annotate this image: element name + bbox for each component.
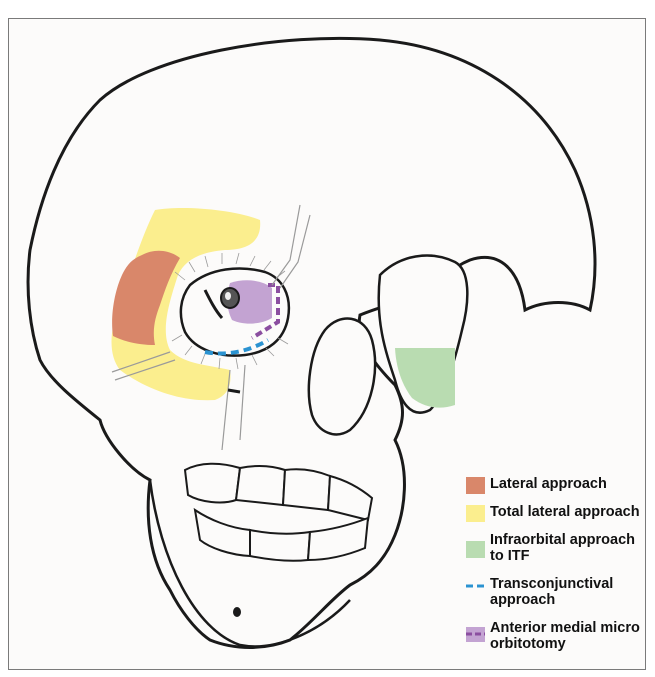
legend-label: Anterior medial micro orbitotomy bbox=[490, 620, 650, 652]
lateral-swatch bbox=[466, 477, 485, 494]
legend-label: Total lateral approach bbox=[490, 504, 650, 520]
legend-item-infraorbital: Infraorbital approach to ITF bbox=[466, 532, 650, 564]
legend-item-total-lateral: Total lateral approach bbox=[466, 504, 650, 522]
legend-label: Transconjunctival approach bbox=[490, 576, 650, 608]
legend-item-micro-orbitotomy: Anterior medial micro orbitotomy bbox=[466, 620, 650, 652]
micro-orbitotomy-swatch bbox=[466, 626, 485, 643]
total-lateral-swatch bbox=[466, 505, 485, 522]
legend-item-lateral: Lateral approach bbox=[466, 476, 650, 494]
transconjunctival-swatch bbox=[466, 576, 485, 593]
legend-label: Infraorbital approach to ITF bbox=[490, 532, 650, 564]
infraorbital-swatch bbox=[466, 541, 485, 558]
legend-item-transconjunctival: Transconjunctival approach bbox=[466, 576, 650, 608]
legend-label: Lateral approach bbox=[490, 476, 650, 492]
